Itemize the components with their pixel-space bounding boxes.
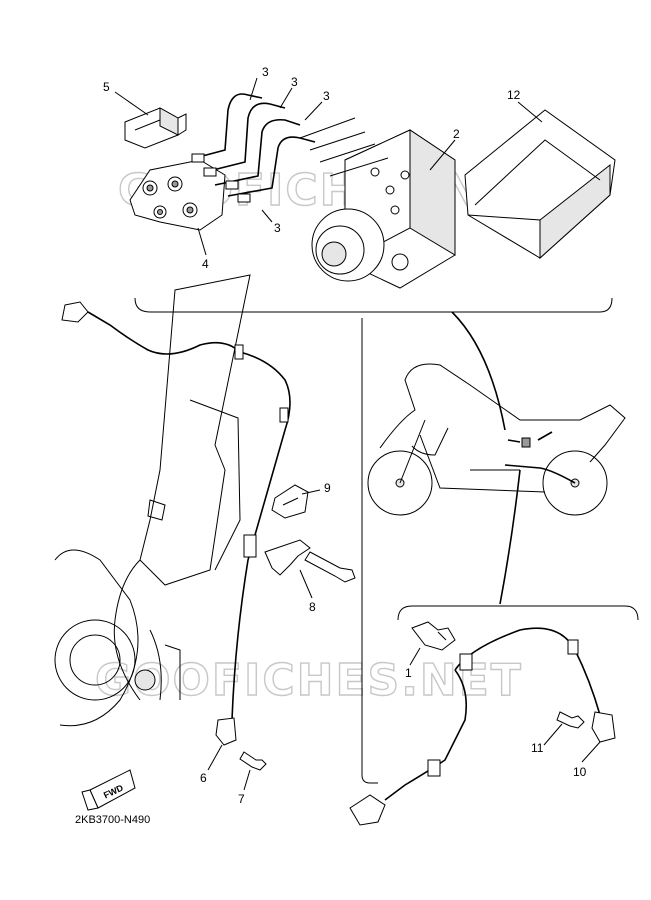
front-sensor-harness[interactable]: [61, 301, 291, 746]
callout-8: 8: [309, 600, 316, 614]
rear-sensor-harness[interactable]: [349, 627, 616, 826]
part-7-bolt[interactable]: [239, 751, 267, 771]
part-2-hydraulic-unit[interactable]: [299, 117, 456, 289]
callout-4: 4: [202, 257, 209, 271]
part-1-clip[interactable]: [411, 621, 456, 651]
callout-3b: 3: [291, 75, 298, 89]
callout-12: 12: [507, 88, 521, 102]
callout-5: 5: [103, 80, 110, 94]
fwd-arrow: FWD: [81, 769, 136, 811]
motorcycle-outline: [367, 363, 626, 516]
callout-6: 6: [200, 771, 207, 785]
callout-10: 10: [573, 765, 587, 779]
part-8-bracket[interactable]: [264, 539, 356, 583]
part-4-bracket[interactable]: [129, 159, 226, 231]
callout-3d: 3: [274, 221, 281, 235]
section-dividers: [134, 297, 639, 784]
part-5-connector[interactable]: [124, 107, 187, 149]
part-11-bolt[interactable]: [556, 711, 585, 729]
front-fork-assembly: [54, 274, 251, 727]
callout-3c: 3: [323, 89, 330, 103]
callout-1: 1: [405, 666, 412, 680]
callout-9: 9: [324, 481, 331, 495]
drawing-code: 2KB3700-N490: [75, 814, 150, 826]
callout-2: 2: [453, 127, 460, 141]
part-9-clip[interactable]: [271, 484, 309, 519]
watermark-bottom: GOOFICHES.NET: [95, 655, 523, 706]
part-12-ecu[interactable]: [464, 109, 616, 260]
callout-11: 11: [531, 741, 544, 755]
callout-3a: 3: [262, 65, 269, 79]
part-3-brake-pipes[interactable]: [191, 93, 316, 203]
callout-7: 7: [238, 792, 245, 806]
